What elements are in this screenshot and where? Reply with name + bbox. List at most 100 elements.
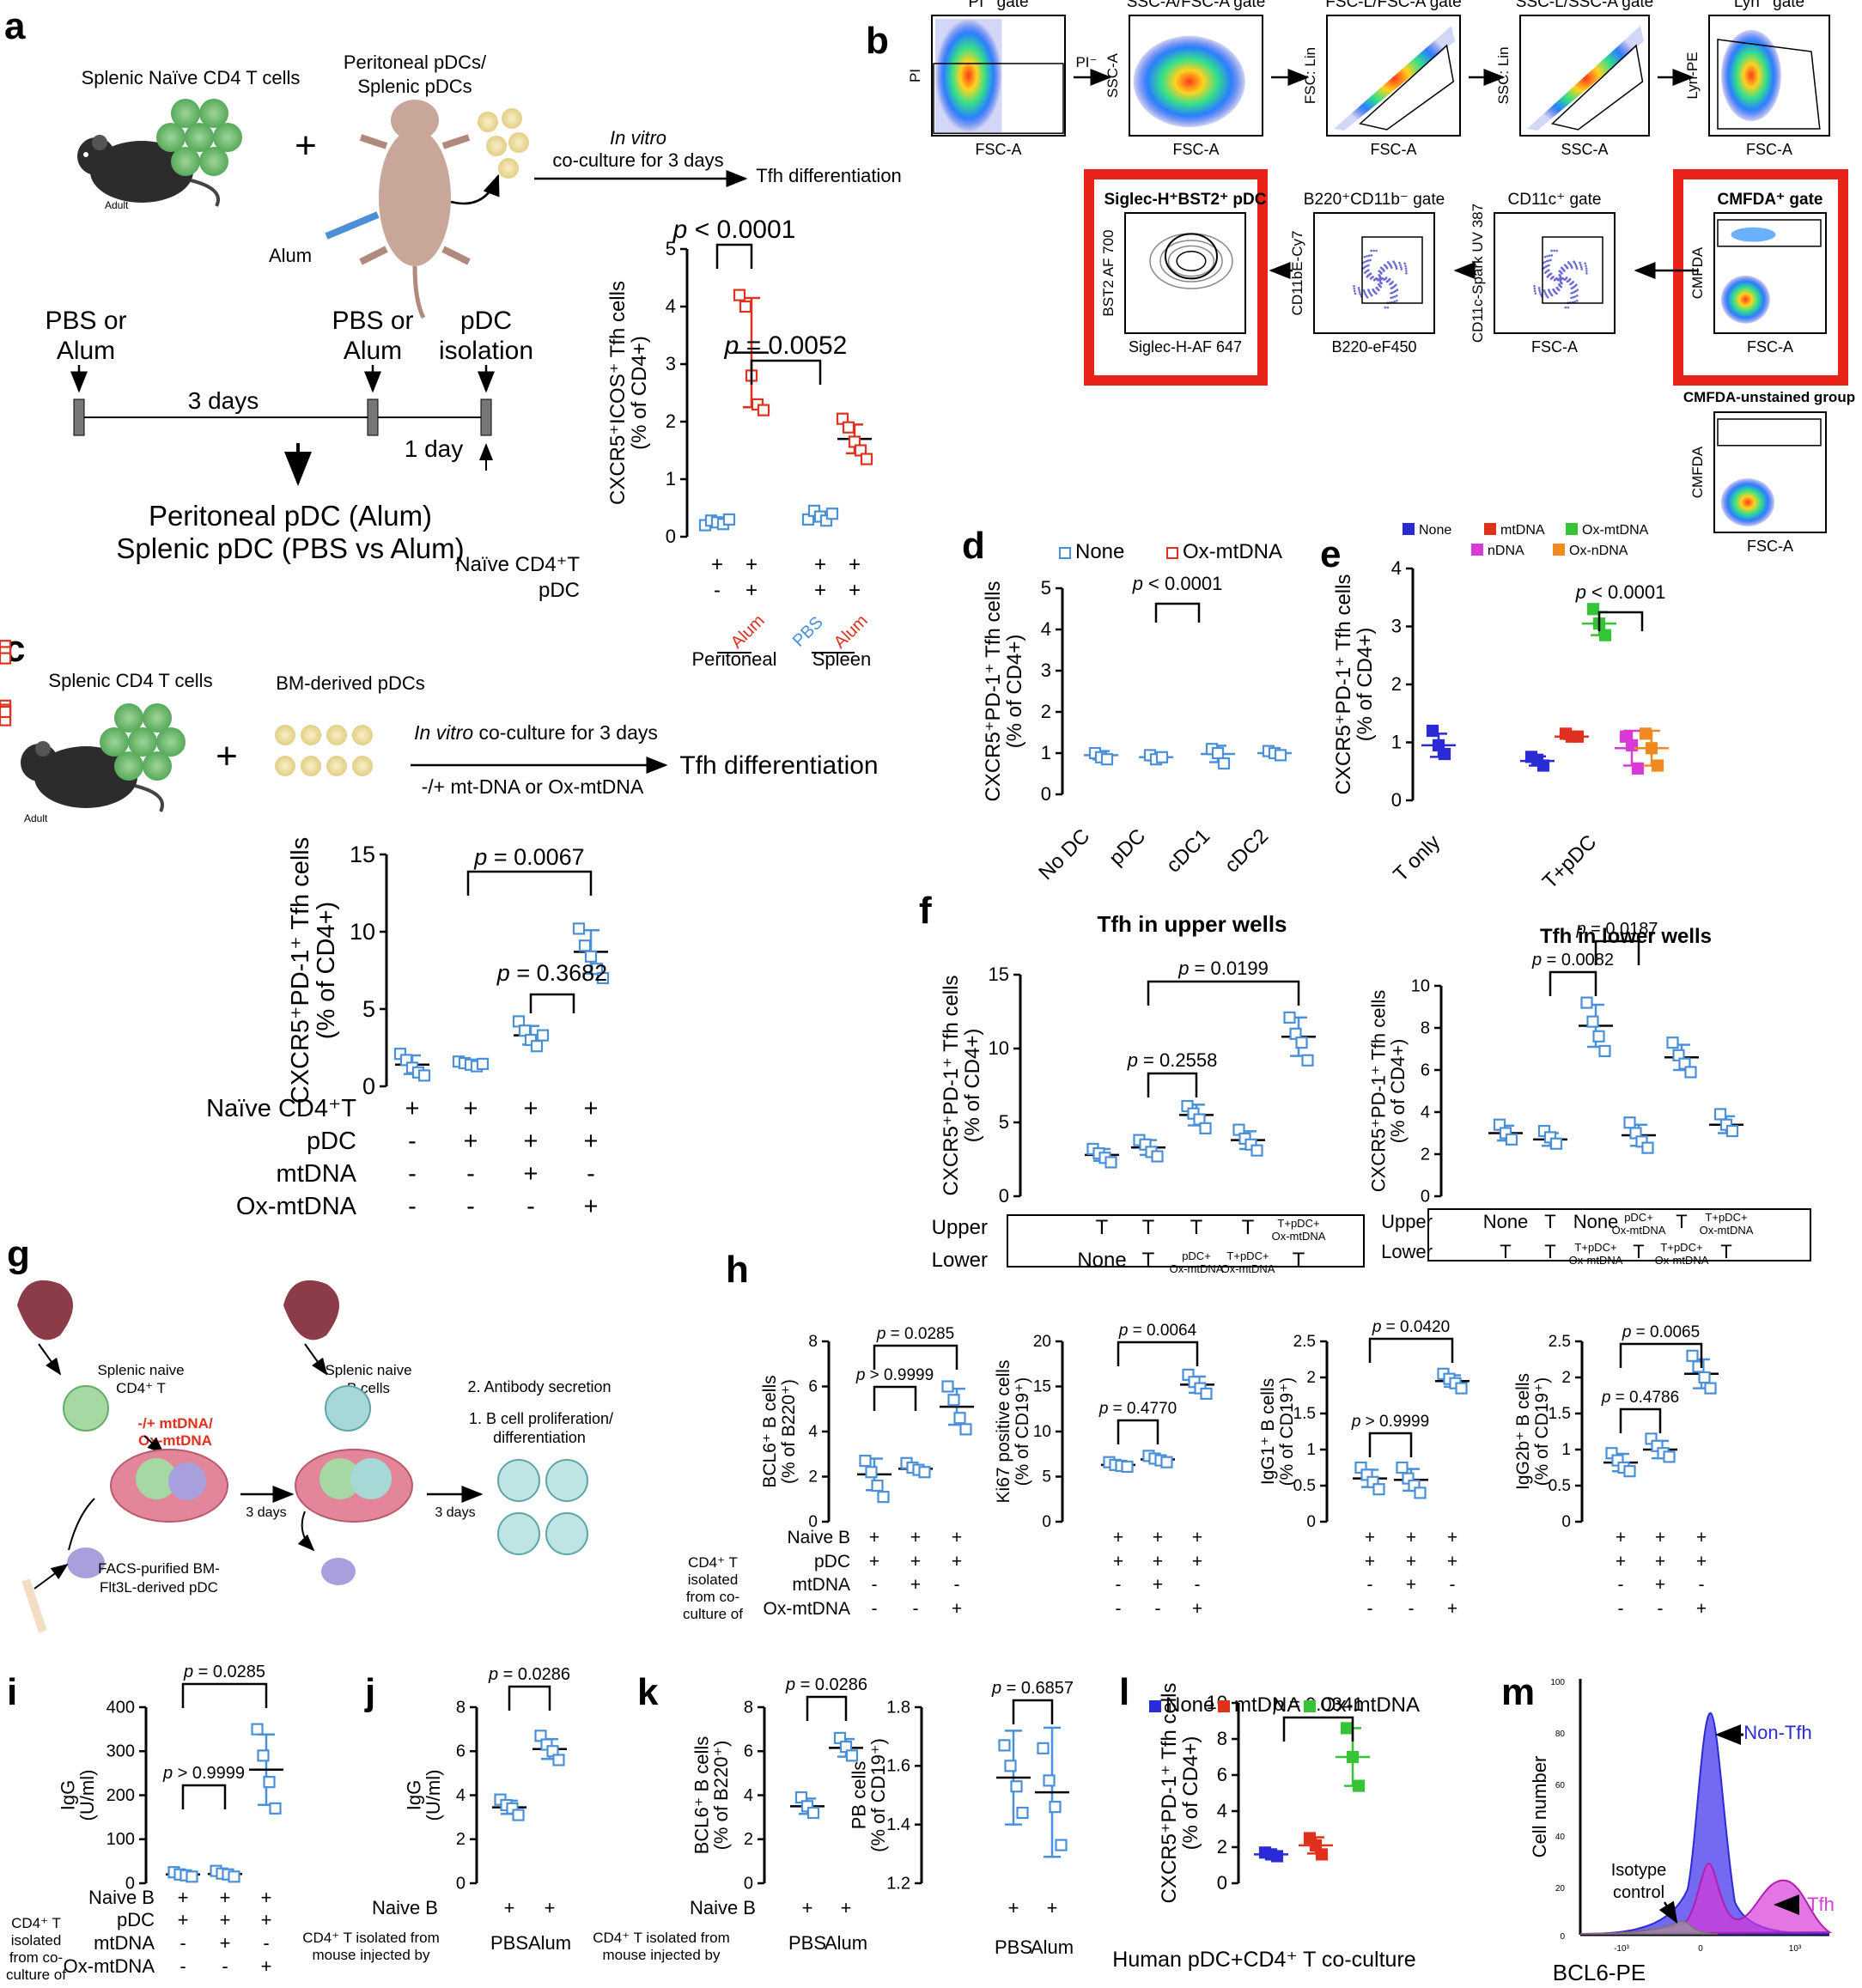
pvalue-label: p = 0.0341 [1273,1693,1364,1715]
m-ytick: 100 [1550,1678,1565,1687]
row-value: + [1696,1599,1707,1619]
pvalue-bracket [1147,1072,1198,1097]
group-label: PBS [789,613,827,651]
y-tick-label: 15 [989,964,1009,985]
event-dot [1363,255,1366,258]
m-xtick: 0 [1698,1944,1703,1954]
event-dot [1353,287,1356,290]
data-point [947,1394,960,1407]
row-value: + [220,1909,231,1930]
row-value: T [1500,1241,1511,1262]
pvalue-bracket [750,359,822,385]
event-dot [1579,264,1582,266]
y-tick-label: 4 [456,1786,466,1805]
legend-swatch [1566,523,1578,535]
isotype-histogram [1579,1920,1719,1935]
data-point [845,1749,859,1762]
event-dot [1404,264,1407,267]
legend-swatch [1149,1700,1161,1712]
data-point [536,1029,550,1042]
event-dot [1370,254,1373,257]
row-value: pDC+ [1182,1249,1211,1262]
y-tick-label: 0 [1421,1187,1430,1206]
m-xlabel: BCL6-PE [1553,1960,1646,1985]
mouse-age-label: Adult [105,199,129,211]
row-value: + [524,1128,539,1155]
isotype-label-1: Isotype [1611,1861,1666,1880]
pvalue-bracket [715,243,753,269]
row-value: - [872,1599,878,1619]
y-tick-label: 1.8 [886,1698,910,1717]
data-point [1274,749,1287,762]
pvalue-bracket [1282,1716,1354,1742]
y-axis-label: (U/ml) [76,1770,98,1821]
data-point [918,1466,931,1479]
y-tick-label: 0 [666,526,676,547]
row-value: + [261,1909,272,1930]
event-dot [1378,273,1381,277]
event-dot [1573,262,1577,264]
y-tick-label: 300 [106,1742,135,1761]
row-value: Ox-mtDNA [1612,1224,1666,1237]
series-group [1435,1367,1470,1395]
row-value: + [261,1955,272,1977]
t-cell-icon [63,1385,109,1432]
m-ytick: 40 [1555,1833,1566,1842]
data-point [941,1380,954,1393]
data-point [1340,1722,1354,1735]
m-ytick: 80 [1555,1730,1566,1739]
row-value: + [952,1552,962,1572]
timeline-3days: 3 days [188,387,259,414]
m-xtick: -10³ [1614,1944,1629,1954]
series-group [1257,745,1292,762]
row-label: Naive B [88,1887,155,1908]
pvalue-bracket [1619,1407,1662,1433]
event-dot [1354,292,1357,295]
y-axis-label: IgG1⁺ B cells [1258,1378,1278,1485]
event-dot [1393,300,1396,303]
row-label: Upper [932,1216,988,1239]
series-group [1533,1124,1567,1150]
row-value: + [952,1599,962,1619]
b-cell-icon [325,1385,371,1432]
data-point [257,1749,270,1762]
y-tick-label: 6 [744,1742,753,1761]
pvalue-bracket [1619,1342,1703,1368]
event-dot [1567,306,1570,309]
event-dot [1381,277,1384,280]
pvalue-bracket [873,1344,958,1370]
y-axis-label: CXCR5⁺PD-1⁺ Tfh cells [287,837,314,1104]
data-point [512,1809,525,1821]
data-point [1055,1839,1068,1851]
row-value: - [587,1160,595,1188]
result-line1: Peritoneal pDC (Alum) [149,500,432,532]
data-point [1037,1742,1050,1754]
event-dot [1362,289,1366,292]
row-value: T+pDC+ [1660,1241,1702,1254]
row-value: + [1696,1528,1707,1547]
row-value: + [869,1552,879,1572]
event-dot [1378,270,1381,272]
event-dot [1375,292,1378,295]
event-dot [1386,261,1390,264]
flow-xlabel: SSC-A [1561,141,1608,158]
gate-rect [933,63,1064,134]
event-dot [1366,276,1369,278]
data-point [1598,1044,1611,1058]
series-group [733,289,770,416]
legend-label: Ox-nDNA [1569,544,1628,558]
event-dot [1370,249,1372,252]
event-dot [1392,260,1395,264]
event-dot [1404,267,1408,270]
timeline-t1-line2: Alum [57,337,115,365]
data-point [1104,1156,1117,1169]
panel-label-l: l [1119,1671,1129,1713]
data-point [1151,1150,1164,1163]
event-dot [1366,259,1370,262]
y-tick-label: 1 [1391,732,1402,753]
gate-title: CD11c⁺ gate [1508,191,1602,209]
g-naive-t-1: Splenic naive [97,1362,184,1378]
panel-label-d: d [962,525,985,567]
